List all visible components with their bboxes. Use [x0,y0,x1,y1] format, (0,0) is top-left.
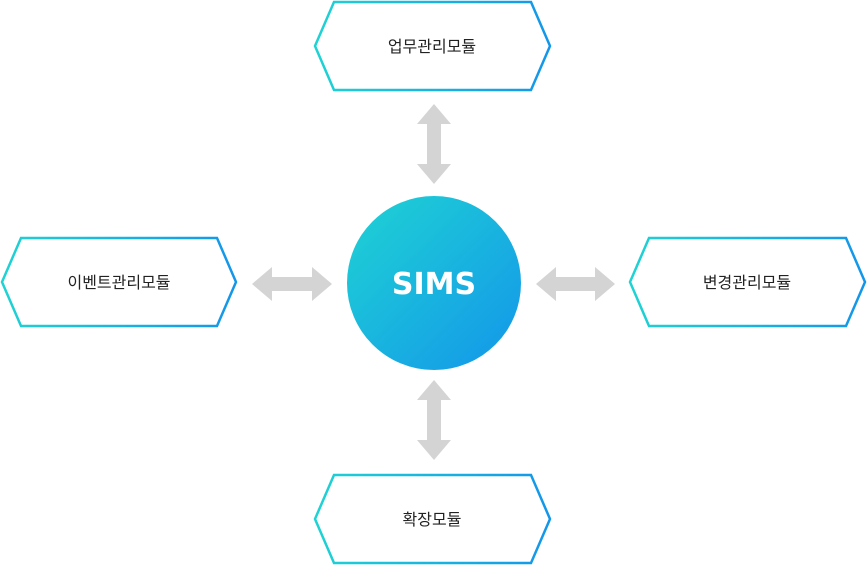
arrow-right-bidirectional [536,267,615,301]
module-bottom-label: 확장모듈 [403,510,462,529]
module-right-label: 변경관리모듈 [703,273,791,292]
module-bottom: 확장모듈 [313,473,552,565]
module-left-hexagon [0,236,238,328]
arrow-left-bidirectional [252,267,332,301]
arrow-top-bidirectional [417,104,451,184]
module-top: 업무관리모듈 [313,0,552,92]
module-left-label: 이벤트관리모듈 [67,273,170,292]
module-right-hexagon [628,236,867,328]
center-circle [347,196,521,370]
module-right: 변경관리모듈 [628,236,867,328]
module-top-label: 업무관리모듈 [388,37,476,56]
module-top-hexagon [313,0,552,92]
center-label: SIMS [392,267,476,302]
module-bottom-hexagon [313,473,552,565]
center-node: SIMS [347,196,521,370]
module-left: 이벤트관리모듈 [0,236,238,328]
arrow-bottom-bidirectional [417,380,451,460]
